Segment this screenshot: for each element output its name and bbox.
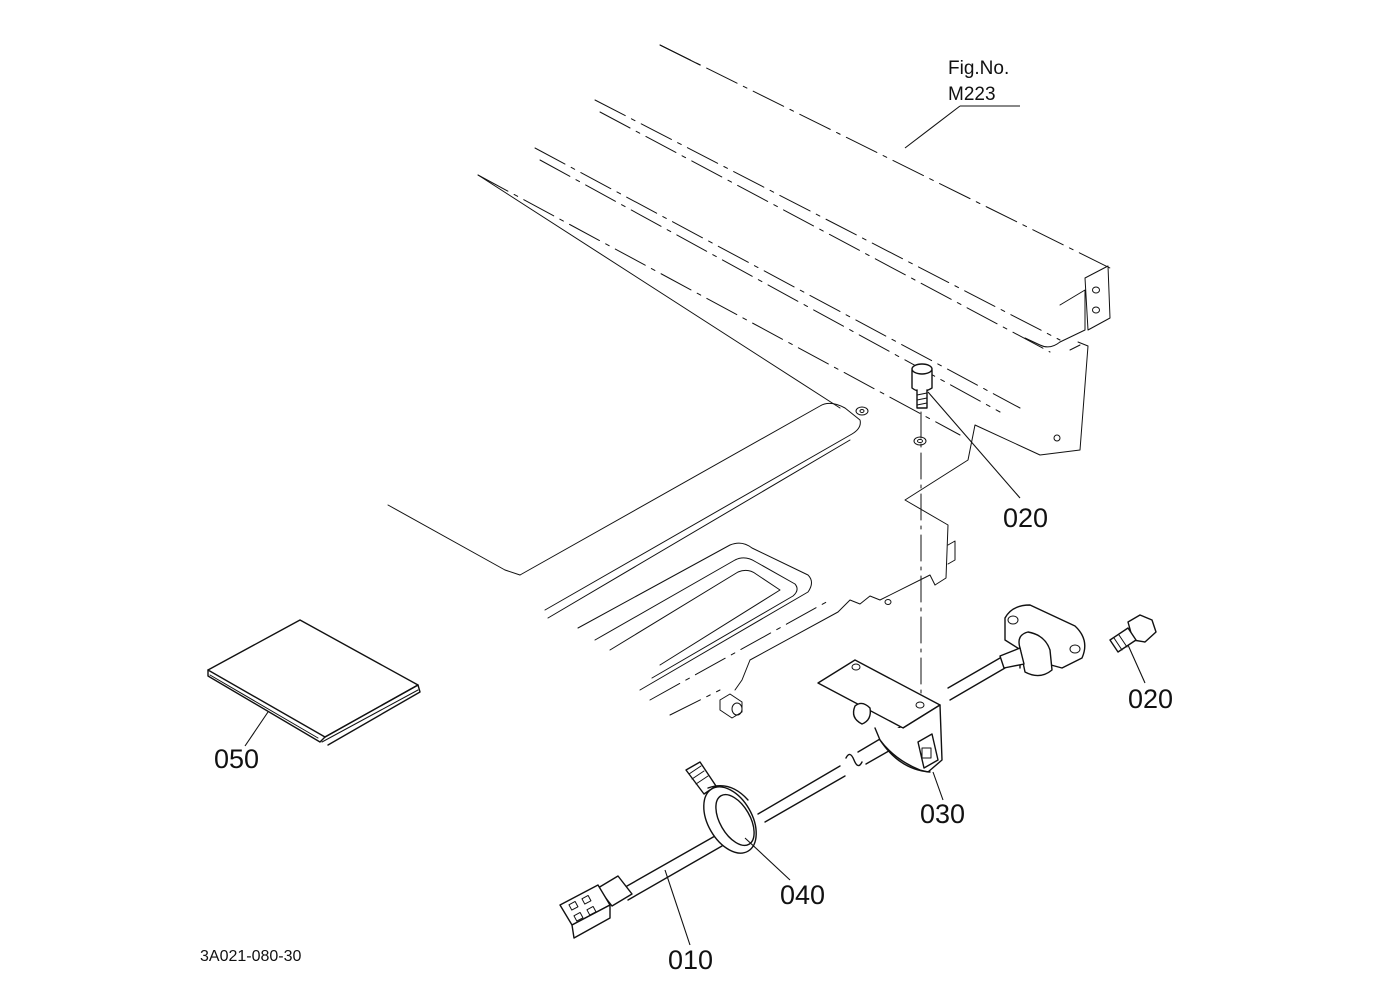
bolt-020-right — [1109, 614, 1157, 653]
callout-020-upper: 020 — [1003, 503, 1048, 533]
callout-050: 050 — [214, 744, 259, 774]
leader-lines — [244, 105, 1146, 946]
cable-clamp-040 — [685, 761, 757, 854]
floor-panel-outline — [387, 44, 1111, 716]
fig-no-label: Fig.No. — [948, 58, 1009, 79]
callout-020-right: 020 — [1128, 684, 1173, 714]
harness-pin — [719, 693, 743, 719]
sender-unit — [999, 604, 1086, 677]
fig-no-value: M223 — [948, 84, 996, 105]
bracket-030 — [817, 659, 943, 773]
callout-010: 010 — [668, 945, 713, 975]
callout-030: 030 — [920, 799, 965, 829]
callout-040: 040 — [780, 880, 825, 910]
frame-beam — [734, 265, 1111, 691]
bolt-020-upper — [911, 363, 933, 446]
booklet-050 — [207, 619, 421, 746]
document-id: 3A021-080-30 — [200, 948, 302, 965]
